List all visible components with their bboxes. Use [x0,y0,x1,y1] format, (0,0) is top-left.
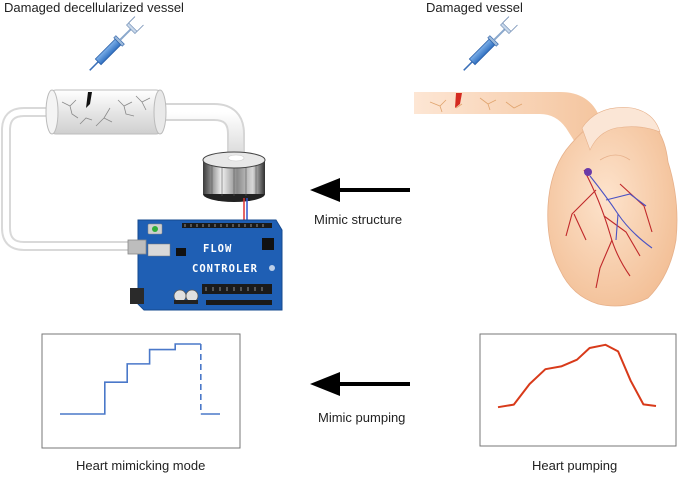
return-tube [1,107,140,251]
mimic-pumping-label: Mimic pumping [318,410,406,425]
pump-icon [202,151,266,222]
heart-pumping-label: Heart pumping [532,458,618,473]
flow-controller-board: FLOW CONTROLER [127,219,283,311]
left-vessel-label: Damaged decellularized vessel [4,0,184,15]
board-label-line2: CONTROLER [192,263,258,275]
mimic-pumping-arrow [310,372,410,396]
supply-tube [160,103,245,152]
mimic-structure-label: Mimic structure [314,212,403,227]
step-trace-line [60,343,220,415]
decellularized-vessel [45,89,167,135]
step-mode-trace [60,343,220,415]
right-syringe-icon [463,16,518,71]
left-syringe-icon [89,16,144,71]
board-label-line1: FLOW [203,243,232,255]
heart-mimicking-mode-label: Heart mimicking mode [76,458,206,473]
heart-mimicking-waveform-panel [41,333,241,449]
pump-curve-trace [497,343,657,409]
right-vessel-label: Damaged vessel [426,0,523,15]
damaged-vessel-mark [455,93,462,108]
vessel-damage-mark [86,92,92,108]
heart-pumping-waveform-panel [479,333,677,447]
heart-illustration [414,92,678,307]
mimic-structure-arrow [310,178,410,202]
